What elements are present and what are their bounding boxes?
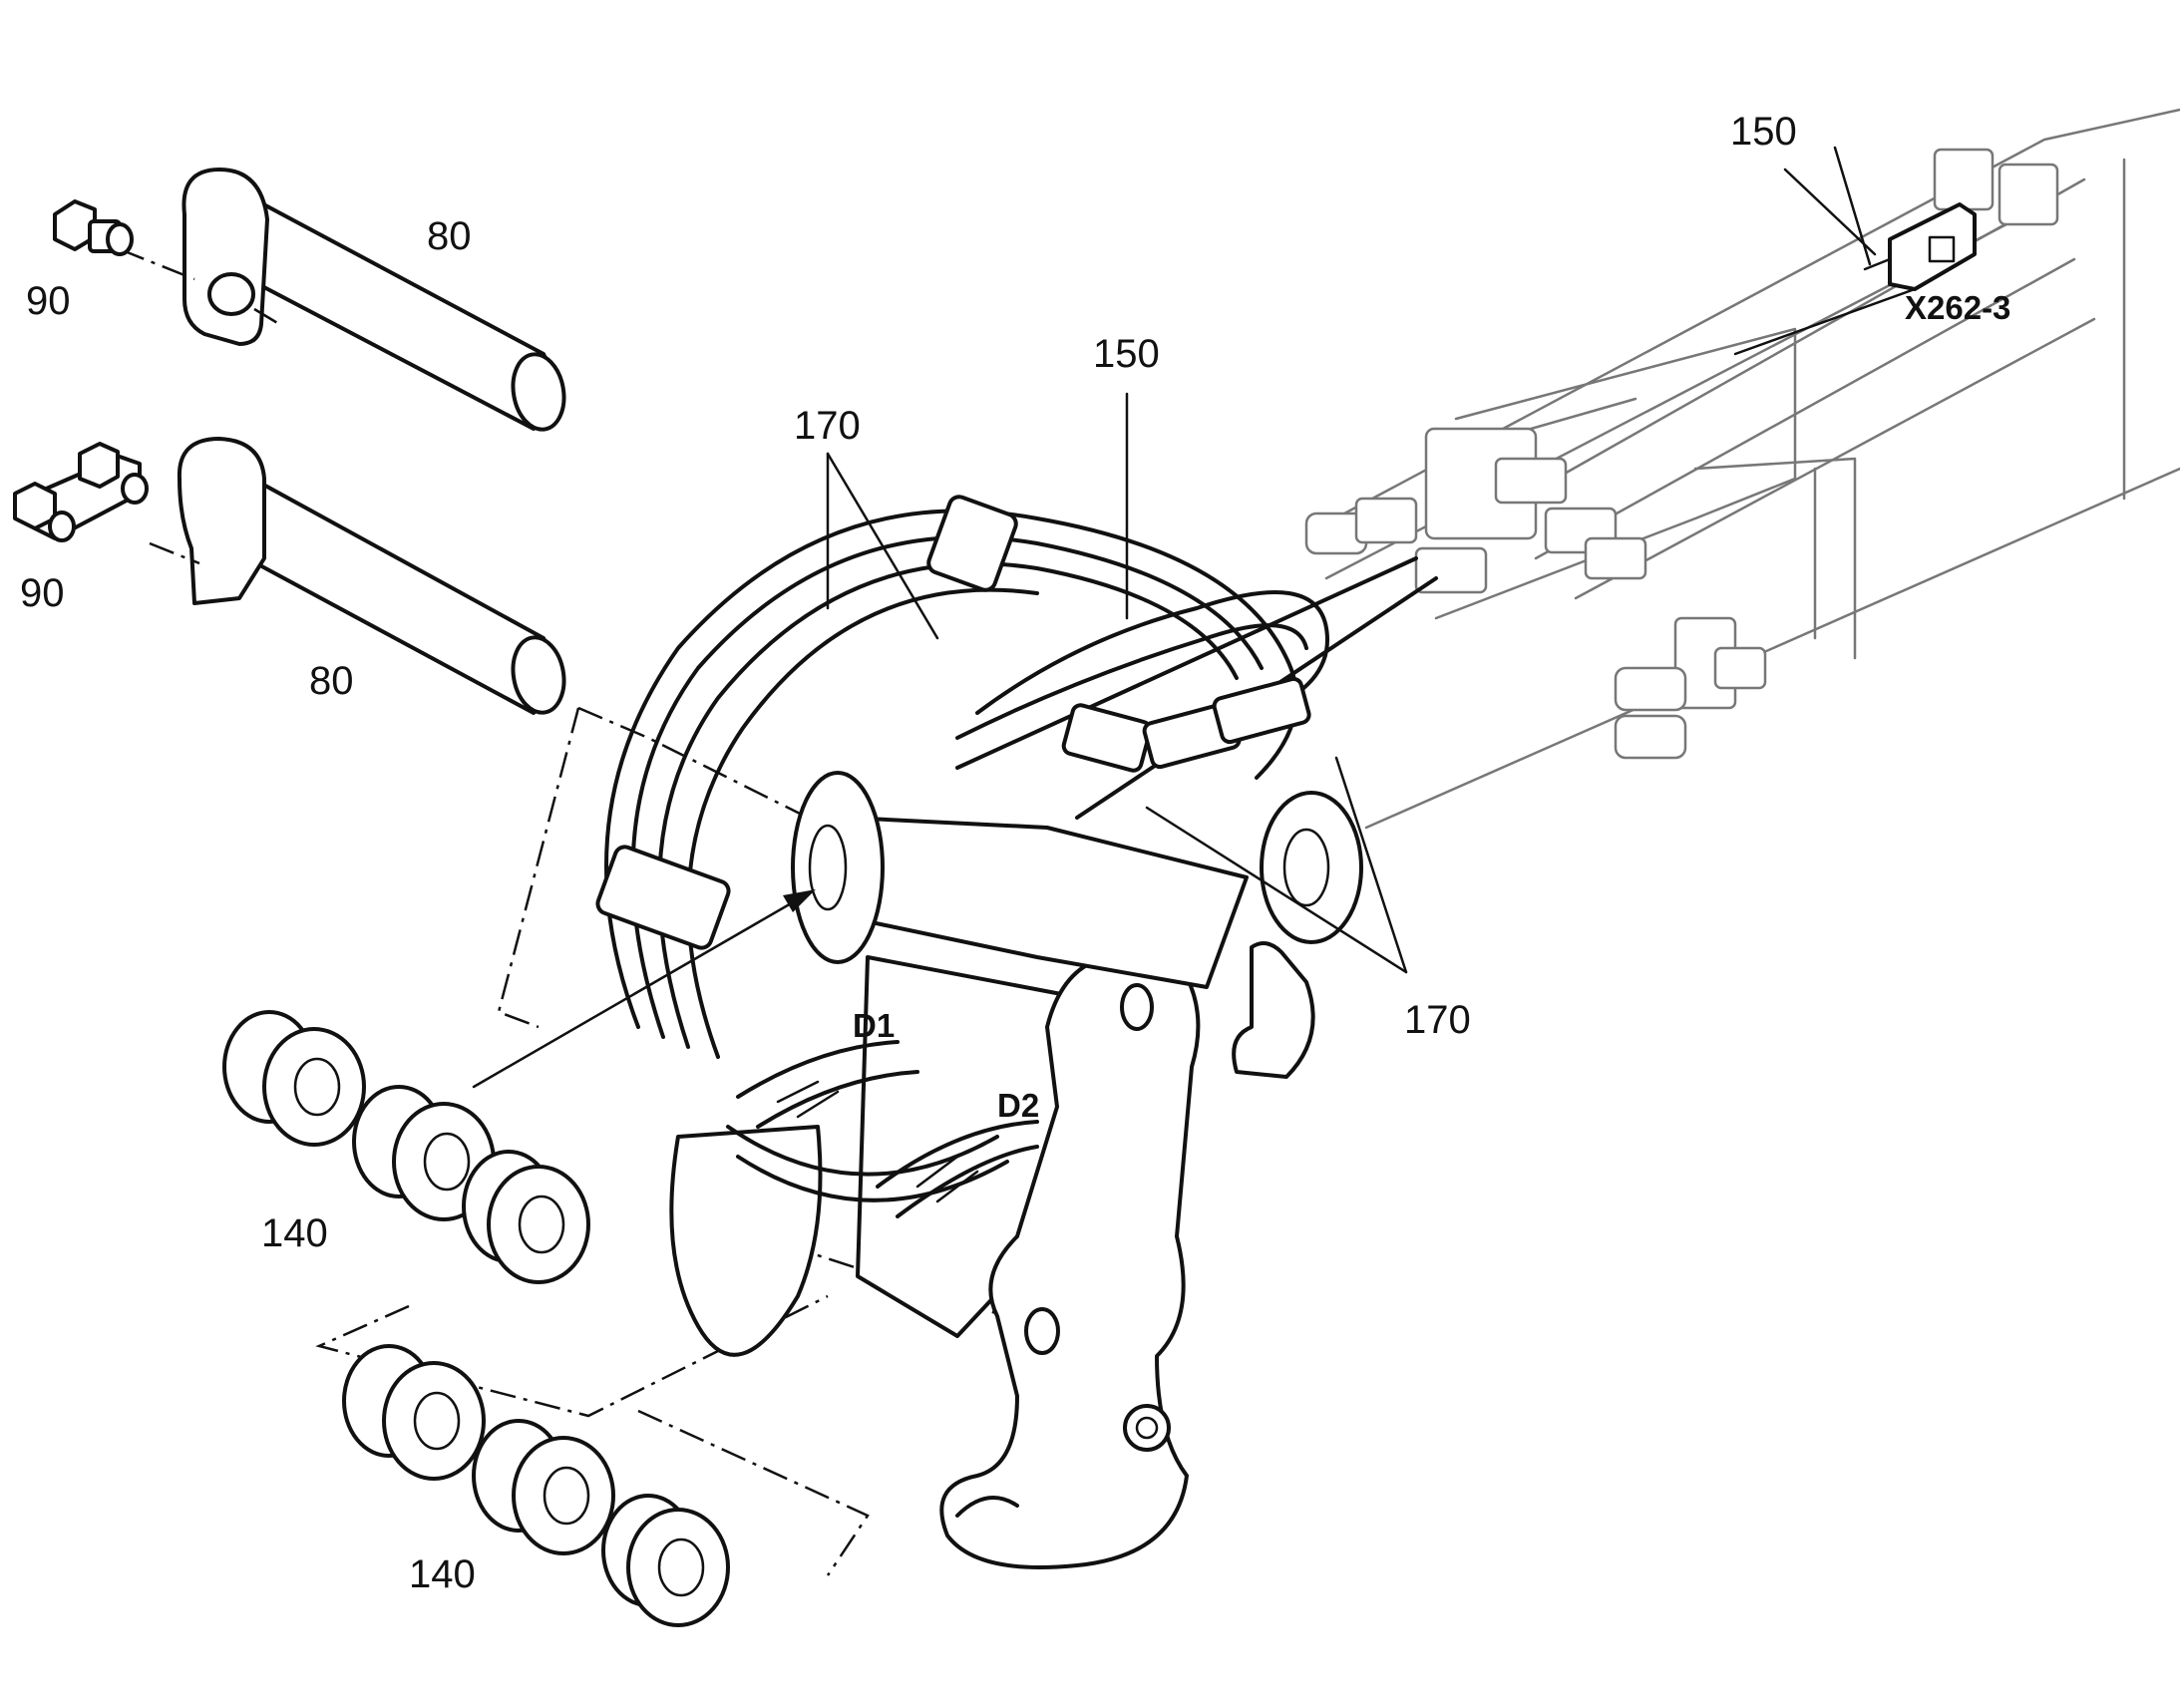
washer-stack-lower: [342, 1344, 730, 1627]
assembly-arrow: [472, 889, 816, 1089]
port-hoses: [736, 1040, 1039, 1218]
label-x262-3: X262-3: [1905, 289, 2010, 326]
label-d1: D1: [853, 1007, 895, 1044]
coupler-bracket: [669, 941, 1315, 1569]
label-140-upper: 140: [261, 1211, 328, 1255]
label-90-bottom: 90: [20, 571, 65, 615]
washer-stack-upper: [222, 1010, 590, 1284]
label-170-upper: 170: [794, 404, 861, 448]
callout-labels: 90 90 80 80 170 170 150 150 X262-3 140 1…: [20, 110, 2010, 1596]
label-140-lower: 140: [409, 1552, 476, 1596]
fitting-block-lower: [1614, 616, 1767, 760]
label-150-top: 150: [1730, 110, 1797, 154]
label-170-lower: 170: [1404, 998, 1471, 1042]
pin-80-bottom: [149, 437, 566, 715]
leader-lines: [826, 168, 1877, 974]
label-80-top: 80: [427, 214, 472, 258]
pin-80-top: [119, 168, 566, 432]
fitting-block-upper: [1304, 427, 1647, 594]
bolts-90-bottom: [13, 442, 149, 542]
label-d2: D2: [997, 1087, 1039, 1124]
hose-loop-170: [595, 495, 1298, 1202]
label-80-bottom: 80: [309, 659, 354, 703]
bolt-90-top: [53, 199, 134, 256]
label-150-mid: 150: [1093, 332, 1160, 376]
boom-arm: [1304, 108, 2180, 830]
cable-150: [955, 556, 1438, 820]
label-90-top: 90: [26, 279, 71, 323]
pivot-tube: [791, 771, 1363, 989]
